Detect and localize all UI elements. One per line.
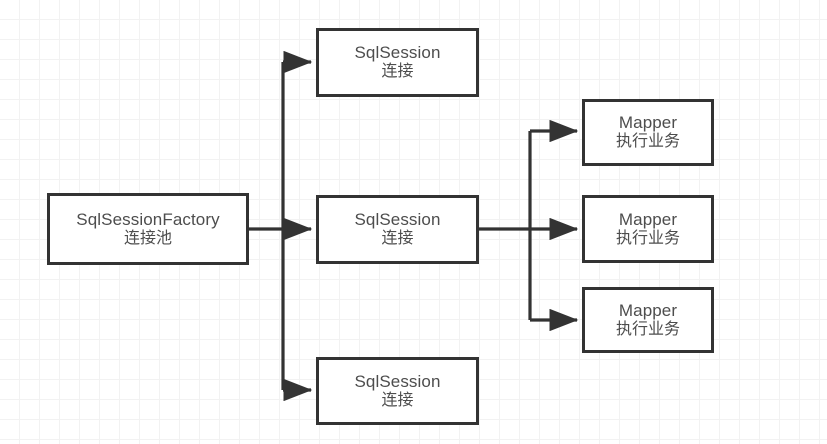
node-subtitle: 执行业务 bbox=[615, 133, 680, 151]
node-mapper-1[interactable]: Mapper 执行业务 bbox=[582, 99, 714, 166]
node-mapper-3[interactable]: Mapper 执行业务 bbox=[582, 287, 714, 353]
node-subtitle: 连接 bbox=[381, 391, 414, 409]
node-title: Mapper bbox=[618, 113, 678, 133]
node-title: SqlSessionFactory bbox=[76, 209, 220, 229]
node-mapper-2[interactable]: Mapper 执行业务 bbox=[582, 195, 714, 263]
node-sqlsession-3[interactable]: SqlSession 连接 bbox=[316, 357, 479, 425]
node-title: SqlSession bbox=[354, 210, 441, 230]
node-sqlsessionfactory[interactable]: SqlSessionFactory 连接池 bbox=[47, 193, 249, 265]
node-title: SqlSession bbox=[354, 371, 441, 391]
node-subtitle: 连接池 bbox=[123, 229, 172, 247]
edge-session-to-mappers bbox=[479, 119, 579, 332]
node-title: Mapper bbox=[618, 300, 678, 320]
node-subtitle: 连接 bbox=[381, 230, 414, 248]
node-subtitle: 执行业务 bbox=[615, 229, 680, 247]
node-title: SqlSession bbox=[354, 43, 441, 63]
node-subtitle: 执行业务 bbox=[615, 320, 680, 338]
edge-factory-to-sessions bbox=[249, 50, 313, 402]
node-subtitle: 连接 bbox=[381, 63, 414, 81]
node-sqlsession-1[interactable]: SqlSession 连接 bbox=[316, 28, 479, 97]
node-title: Mapper bbox=[618, 209, 678, 229]
node-sqlsession-2[interactable]: SqlSession 连接 bbox=[316, 195, 479, 264]
